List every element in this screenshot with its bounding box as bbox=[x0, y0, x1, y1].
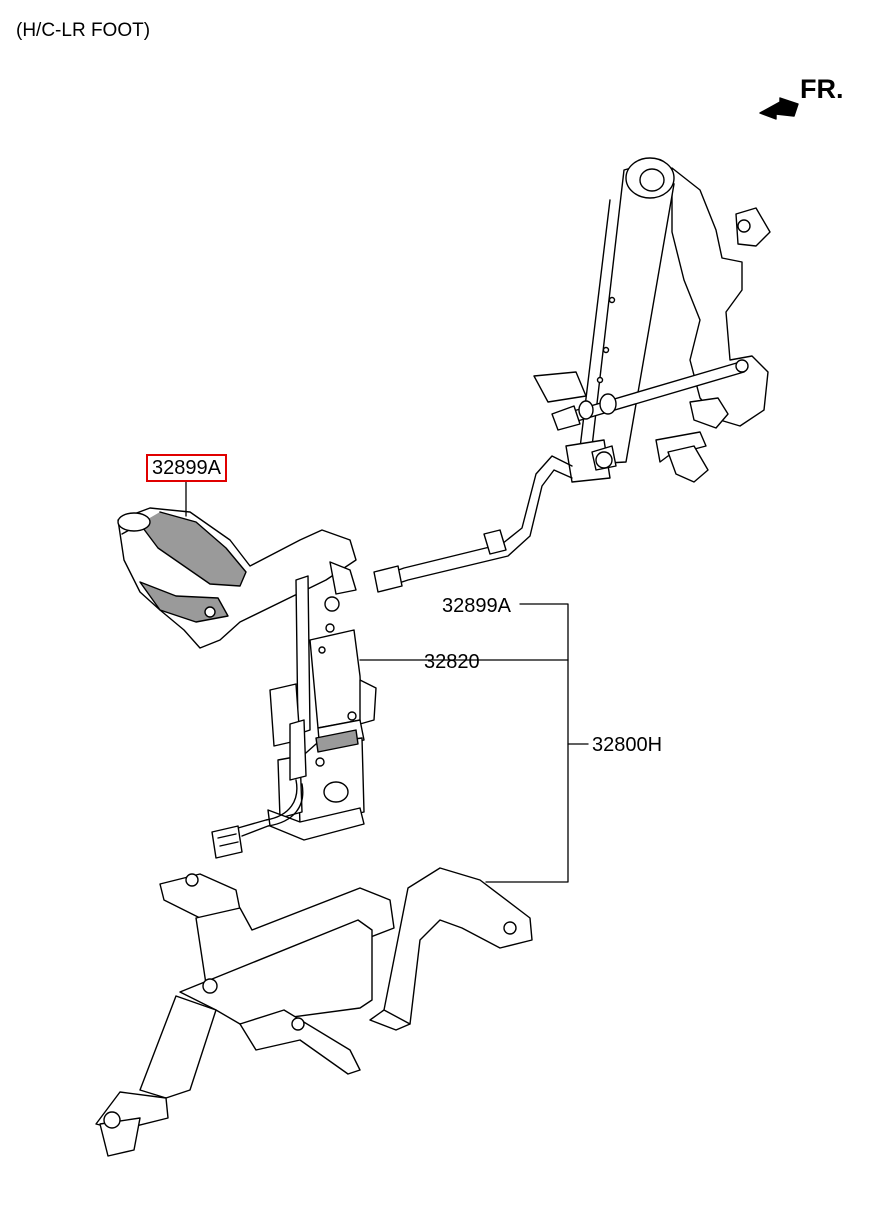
callout-actuator-32820[interactable]: 32820 bbox=[424, 651, 480, 673]
front-direction-arrow-icon bbox=[760, 98, 798, 119]
release-handle bbox=[118, 508, 356, 648]
callout-handle-label: 32899A bbox=[152, 457, 221, 479]
callout-actuator-label: 32820 bbox=[424, 651, 480, 673]
callout-handle-assy-label: 32899A bbox=[442, 595, 511, 617]
diagram-title: (H/C-LR FOOT) bbox=[16, 20, 151, 41]
leader-lines bbox=[186, 480, 588, 882]
actuator-assembly bbox=[268, 576, 376, 840]
callout-assembly-label: 32800H bbox=[592, 734, 663, 756]
pivot-bolt bbox=[566, 440, 616, 482]
callout-handle-assy-32899a[interactable]: 32899A bbox=[442, 595, 511, 617]
callout-assembly-32800h[interactable]: 32800H bbox=[592, 734, 662, 756]
foot-plate bbox=[534, 372, 586, 402]
adjuster-rod bbox=[552, 360, 748, 430]
pedal-arm bbox=[580, 158, 674, 464]
leader-assembly-bracket bbox=[486, 604, 568, 882]
callout-handle-32899a[interactable]: 32899A bbox=[146, 454, 227, 482]
mounting-bracket bbox=[96, 868, 532, 1156]
front-direction-label: FR. bbox=[800, 74, 844, 104]
wire-harness bbox=[212, 780, 303, 858]
release-cable bbox=[374, 456, 572, 592]
pedal-bracket bbox=[656, 168, 770, 482]
